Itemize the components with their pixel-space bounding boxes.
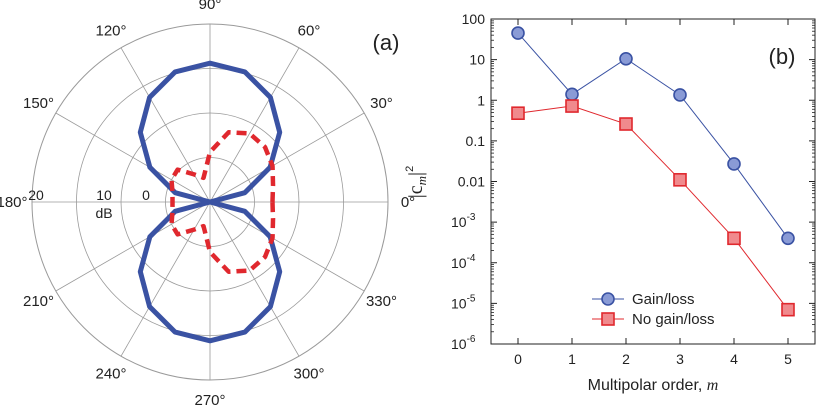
polar-angle-labels: 0° 30° 60° 90° 120° 150° 180° 210° 240° 270° 300° 3… [0,0,415,407]
x-tick-label: 2 [622,351,630,367]
polar-radial-ticks: 20 10 0 dB [28,187,150,221]
angle-label-30: 30° [370,95,393,112]
radial-tick-20: 20 [28,187,44,203]
y-tick-label: 10-3 [451,212,476,230]
x-axis-ticks: 0 1 2 3 4 5 [514,19,792,367]
data-point-no-gain-loss [619,117,633,131]
panel-label-b: (b) [769,44,796,69]
legend-item-gain-loss: Gain/loss [592,291,695,308]
radial-unit-label: dB [95,205,112,221]
data-point-no-gain-loss [727,231,741,246]
x-tick-label: 3 [676,351,684,367]
angle-label-60: 60° [298,23,321,40]
legend-label-no-gain-loss: No gain/loss [632,311,715,328]
polar-chart: 0° 30° 60° 90° 120° 150° 180° 210° 240° 270° 300° 3… [0,0,415,407]
x-tick-label: 1 [568,351,576,367]
polar-series-dashed [169,130,276,274]
angle-label-300: 300° [293,365,324,382]
data-point-gain-loss [511,26,525,40]
angle-label-120: 120° [95,23,126,40]
x-axis-title: Multipolar order, m [588,377,719,394]
y-tick-label: 10-6 [451,334,476,352]
angle-label-330: 330° [366,293,397,310]
y-tick-label: 10 [469,52,485,68]
y-axis-title: |cm|2 [404,166,429,198]
data-point-no-gain-loss [673,173,687,187]
y-axis-ticks: 100 10 1 0.1 0.01 10-3 10-4 10-5 10-6 [451,11,815,352]
data-point-gain-loss [781,231,795,246]
data-point-gain-loss [673,88,687,102]
legend-label-gain-loss: Gain/loss [632,291,695,308]
angle-label-0: 0° [401,194,415,211]
data-point-no-gain-loss [781,302,795,317]
y-tick-label: 10-4 [451,253,476,271]
polar-series-solid [137,60,283,344]
y-tick-label: 10-5 [451,293,476,311]
legend-marker-circle [601,292,615,306]
legend-item-no-gain-loss: No gain/loss [592,311,715,328]
legend-marker-square [601,312,615,326]
y-tick-label: 100 [462,11,486,27]
data-point-gain-loss [619,51,633,66]
series-line-no-gain-loss [517,105,789,310]
panel-label-a: (a) [373,30,400,55]
data-point-gain-loss [727,157,741,171]
radial-tick-0: 0 [142,187,150,203]
line-series-group [511,26,795,317]
y-tick-label: 0.1 [466,133,486,149]
angle-label-270: 270° [194,392,225,407]
angle-label-210: 210° [23,293,54,310]
angle-label-150: 150° [23,95,54,112]
polar-series-group [137,60,283,344]
radial-tick-10: 10 [96,187,112,203]
legend: Gain/loss No gain/loss [592,291,715,328]
multipole-line-chart: 100 10 1 0.1 0.01 10-3 10-4 10-5 10-6 0 1 2 3 4 5 (b)… [404,11,816,394]
x-tick-label: 5 [784,351,792,367]
angle-label-90: 90° [199,0,222,13]
angle-label-180: 180° [0,194,28,211]
x-tick-label: 0 [514,351,522,367]
series-line-gain-loss [517,32,789,239]
y-tick-label: 0.01 [458,174,485,190]
data-point-no-gain-loss [511,106,525,120]
data-point-gain-loss [565,87,579,102]
x-tick-label: 4 [730,351,738,367]
angle-label-240: 240° [95,365,126,382]
y-tick-label: 1 [477,92,485,108]
data-point-no-gain-loss [565,99,579,113]
